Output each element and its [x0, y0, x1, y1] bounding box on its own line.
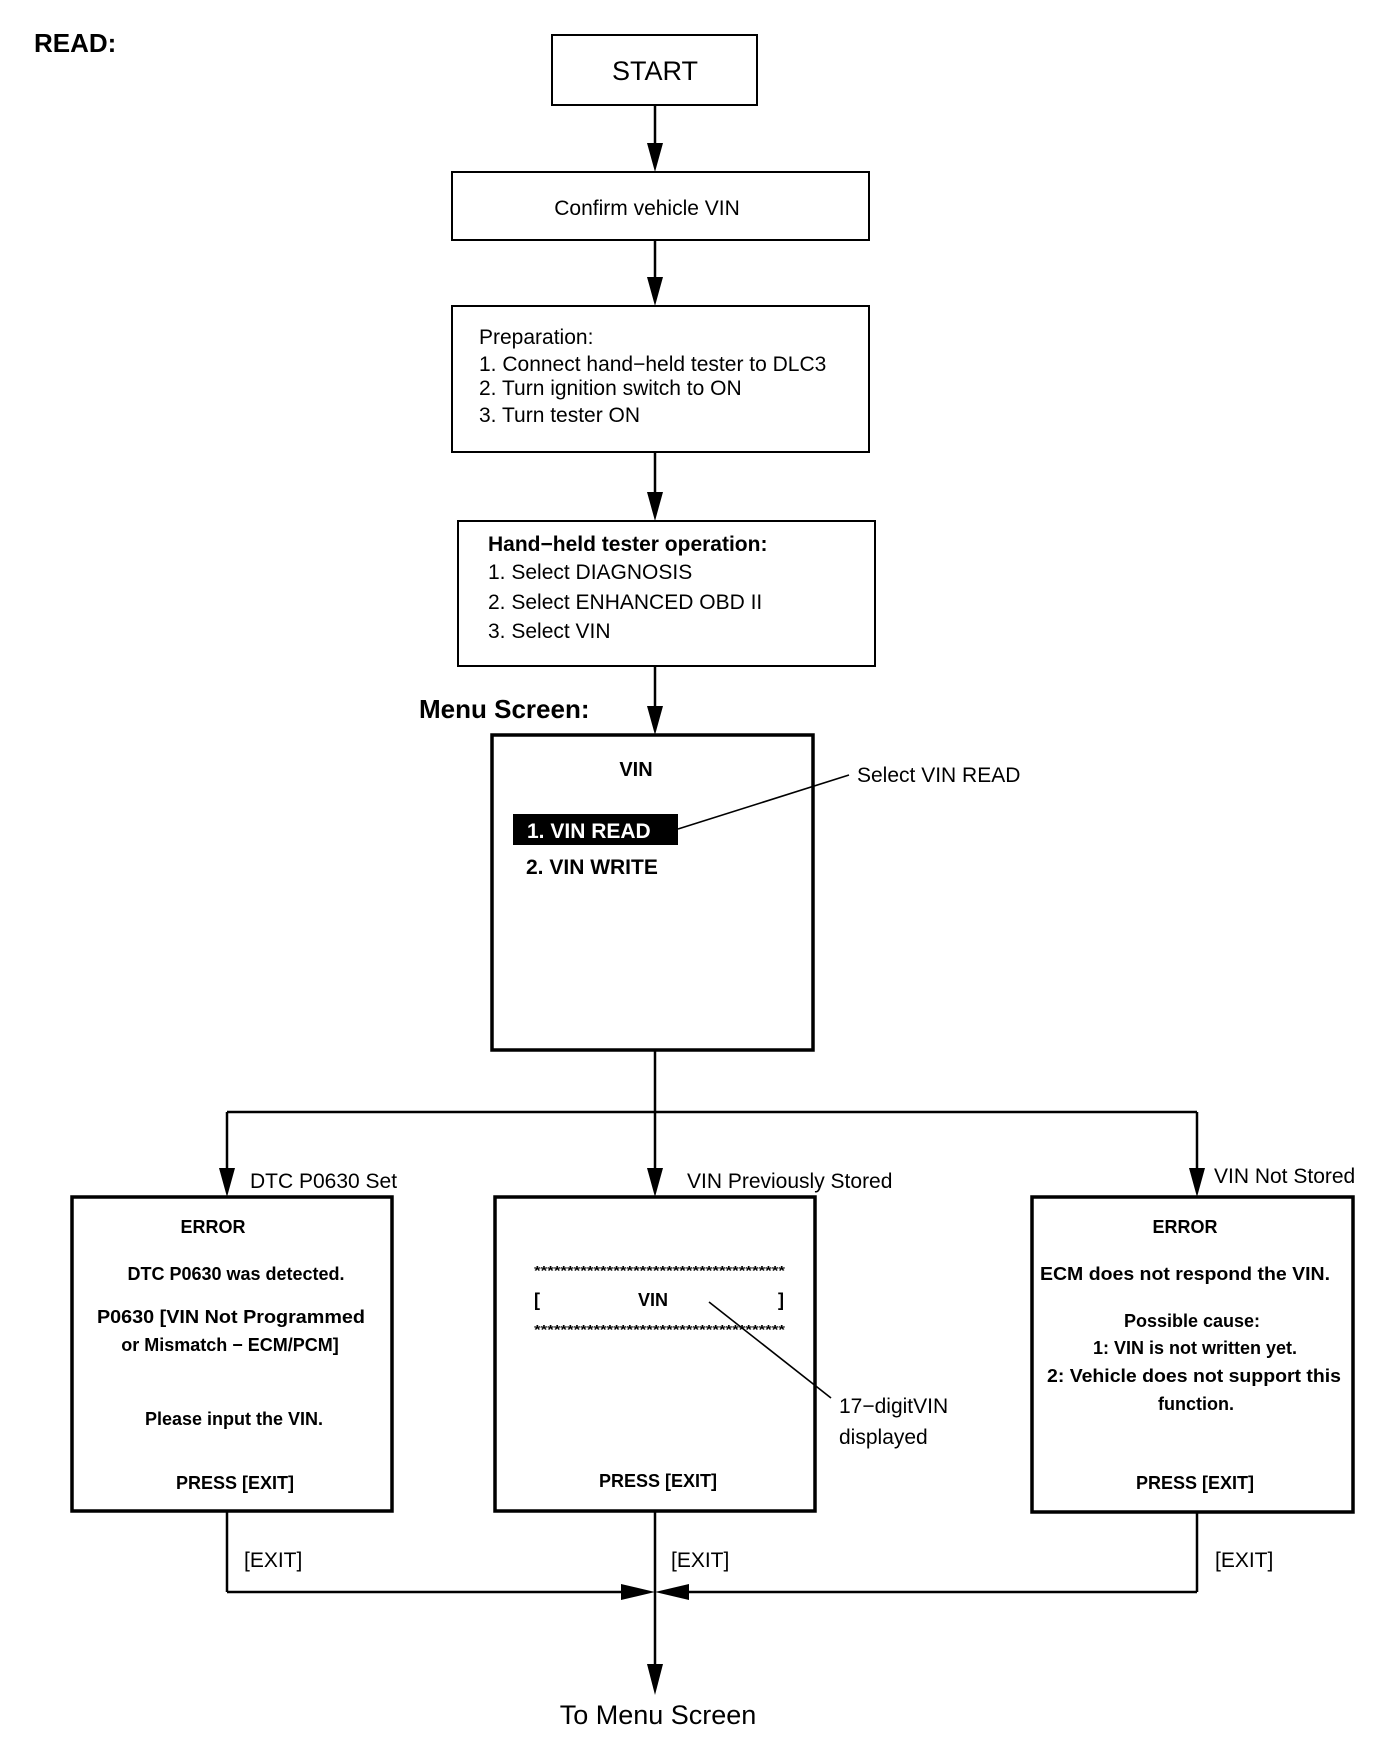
- vin-display-label: VIN: [638, 1290, 668, 1310]
- vin-display-border-top: **************************************: [534, 1263, 786, 1278]
- arrow-operation-to-menu-head: [647, 706, 663, 735]
- preparation-step-1: 1. Connect hand−held tester to DLC3: [479, 353, 826, 376]
- start-label: START: [612, 56, 698, 86]
- ecm-error-press-exit: PRESS [EXIT]: [1136, 1473, 1254, 1493]
- exit-label-left: [EXIT]: [244, 1549, 302, 1572]
- callout-17-digit-vin-line-1: 17−digitVIN: [839, 1395, 948, 1418]
- ecm-error-screen: [1030, 1195, 1355, 1514]
- ecm-error-line-1: ECM does not respond the VIN.: [1040, 1264, 1330, 1284]
- dtc-error-title: ERROR: [180, 1217, 245, 1237]
- exit-label-middle: [EXIT]: [671, 1549, 729, 1572]
- arrow-preparation-to-operation-head: [647, 492, 663, 521]
- preparation-step-3: 3. Turn tester ON: [479, 404, 640, 427]
- branch-condition-dtc-p0630: DTC P0630 Set: [250, 1170, 397, 1193]
- branch-right-arrow-head: [1189, 1168, 1205, 1197]
- vin-display-border-bottom: **************************************: [534, 1322, 786, 1337]
- dtc-error-press-exit: PRESS [EXIT]: [176, 1473, 294, 1493]
- exit-label-right: [EXIT]: [1215, 1549, 1273, 1572]
- vin-display-press-exit: PRESS [EXIT]: [599, 1471, 717, 1491]
- exit-to-menu-arrow-head: [647, 1664, 663, 1695]
- vin-display-screen: [493, 1195, 817, 1513]
- dtc-error-line-2: P0630 [VIN Not Programmed: [97, 1307, 365, 1327]
- menu-screen-label: Menu Screen:: [419, 694, 590, 724]
- branch-condition-vin-stored: VIN Previously Stored: [687, 1170, 892, 1193]
- menu-screen-title: VIN: [619, 759, 652, 781]
- branch-middle-arrow-head: [647, 1168, 663, 1197]
- callout-17-digit-vin-line-2: displayed: [839, 1426, 928, 1449]
- preparation-step-2: 2. Turn ignition switch to ON: [479, 377, 742, 400]
- tester-operation-step-2: 2. Select ENHANCED OBD II: [488, 591, 762, 614]
- ecm-error-cause-2-cont: function.: [1158, 1394, 1234, 1414]
- to-menu-screen-label: To Menu Screen: [560, 1700, 757, 1730]
- menu-screen-box: [490, 733, 815, 1052]
- callout-leader-17-digit-vin: [708, 1301, 832, 1399]
- arrow-start-to-confirm-head: [647, 143, 663, 172]
- confirm-vin-box: [451, 171, 870, 241]
- exit-right-arrow-head: [655, 1584, 689, 1600]
- tester-operation-step-3: 3. Select VIN: [488, 620, 611, 643]
- tester-operation-step-1: 1. Select DIAGNOSIS: [488, 561, 692, 584]
- dtc-error-screen: [70, 1195, 394, 1513]
- ecm-error-cause-1: 1: VIN is not written yet.: [1093, 1338, 1297, 1358]
- dtc-error-line-1: DTC P0630 was detected.: [127, 1264, 344, 1284]
- tester-operation-heading: Hand−held tester operation:: [488, 533, 767, 556]
- page-label: READ:: [34, 28, 116, 58]
- tester-operation-box: [457, 520, 876, 667]
- dtc-error-line-3: or Mismatch − ECM/PCM]: [121, 1335, 339, 1355]
- branch-condition-vin-not-stored: VIN Not Stored: [1214, 1165, 1355, 1188]
- callout-select-vin-read: Select VIN READ: [857, 764, 1020, 787]
- menu-item-highlight: [513, 814, 678, 845]
- start-box: [551, 34, 758, 106]
- callout-leader-select-vin-read: [677, 774, 850, 830]
- branch-left-arrow-head: [219, 1168, 235, 1197]
- ecm-error-title: ERROR: [1152, 1217, 1217, 1237]
- arrow-confirm-to-preparation-head: [647, 277, 663, 306]
- preparation-heading: Preparation:: [479, 326, 593, 349]
- dtc-error-line-4: Please input the VIN.: [145, 1409, 323, 1429]
- menu-item-vin-write: 2. VIN WRITE: [526, 856, 658, 879]
- preparation-box: [451, 305, 870, 453]
- ecm-error-possible-cause: Possible cause:: [1124, 1311, 1260, 1331]
- confirm-vin-label: Confirm vehicle VIN: [554, 197, 740, 220]
- exit-left-arrow-head: [621, 1584, 655, 1600]
- vin-display-close-bracket: ]: [778, 1290, 784, 1310]
- menu-item-vin-read: 1. VIN READ: [527, 820, 651, 843]
- vin-display-open-bracket: [: [534, 1290, 540, 1310]
- ecm-error-cause-2: 2: Vehicle does not support this: [1047, 1366, 1341, 1386]
